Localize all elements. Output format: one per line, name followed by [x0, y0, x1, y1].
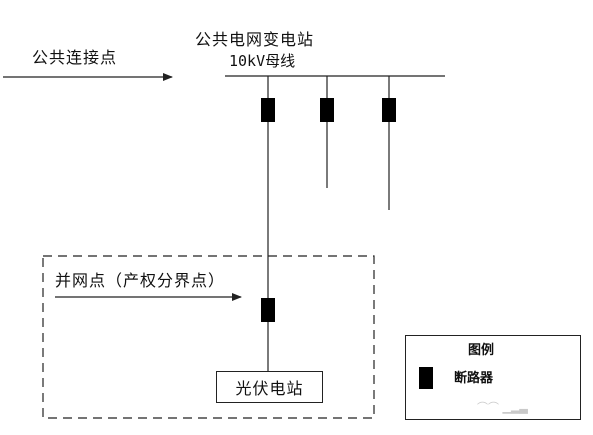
grid-connection-point-label: 并网点（产权分界点）	[55, 271, 226, 290]
pv-station-boundary	[42, 255, 375, 419]
breaker-symbol-grid	[261, 298, 275, 322]
pv-station-label: 光伏电站	[235, 379, 304, 398]
legend-box	[405, 335, 581, 420]
watermark: ⌒⌒ ▁▂▃	[477, 401, 528, 414]
pv-station-box: 光伏电站	[216, 371, 323, 403]
breaker-symbol-3	[382, 98, 396, 122]
bus-label: 10kV母线	[229, 52, 296, 70]
substation-label: 公共电网变电站	[195, 30, 315, 49]
breaker-symbol-2	[320, 98, 334, 122]
legend-title: 图例	[468, 343, 495, 358]
legend-breaker-symbol	[419, 367, 433, 389]
legend-breaker-label: 断路器	[454, 371, 494, 386]
public-connection-point-label: 公共连接点	[32, 48, 118, 67]
breaker-symbol-1	[261, 98, 275, 122]
